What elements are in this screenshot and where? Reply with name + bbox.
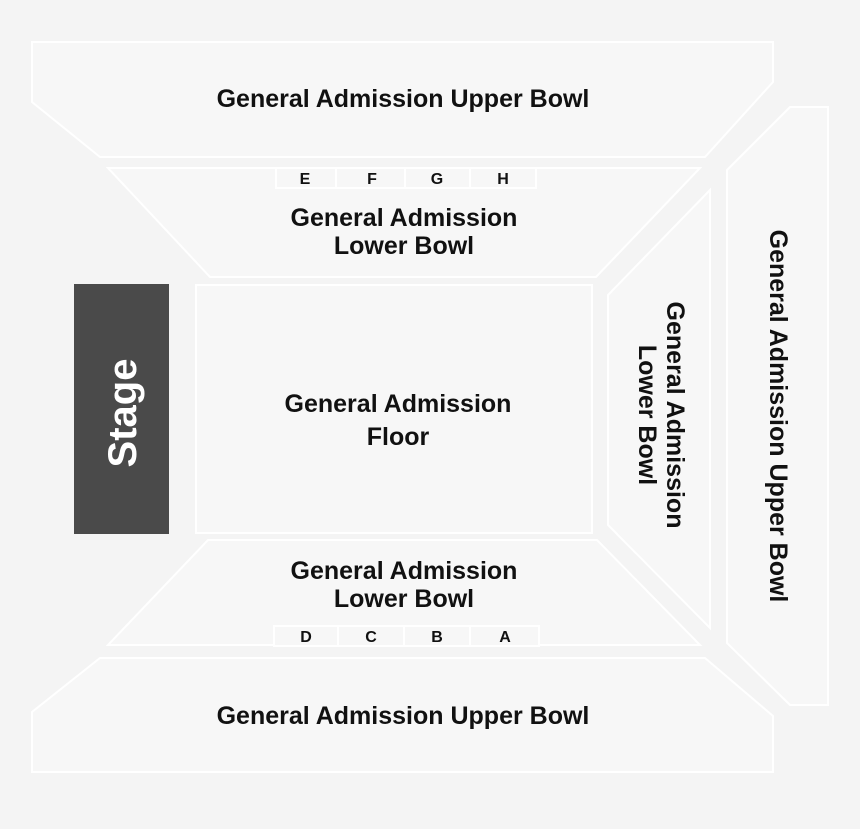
- upper-bowl-top-label: General Admission Upper Bowl: [217, 85, 590, 113]
- upper-bowl-bottom-label: General Admission Upper Bowl: [217, 702, 590, 730]
- upper-bowl-bottom[interactable]: General Admission Upper Bowl: [31, 657, 774, 773]
- section-label-g: G: [431, 171, 443, 188]
- stage: Stage: [74, 284, 169, 534]
- lower-bowl-right[interactable]: General Admission Lower Bowl: [607, 187, 711, 631]
- stage-label: Stage: [101, 359, 145, 468]
- upper-bowl-right-label: General Admission Upper Bowl: [764, 230, 792, 603]
- lower-bowl-bottom[interactable]: General Admission Lower Bowl D C B A: [105, 539, 703, 647]
- upper-bowl-right[interactable]: General Admission Upper Bowl: [726, 106, 829, 706]
- lower-bowl-bottom-label-line1: General Admission: [291, 557, 518, 585]
- lower-bowl-right-label-line2: Lower Bowl: [633, 345, 661, 485]
- floor[interactable]: General Admission Floor: [195, 284, 593, 534]
- lower-bowl-top[interactable]: E F G H General Admission Lower Bowl: [105, 167, 703, 278]
- lower-bowl-top-label-line2: Lower Bowl: [334, 232, 474, 260]
- section-label-f: F: [367, 171, 377, 188]
- section-label-h: H: [497, 171, 509, 188]
- lower-bowl-bottom-label-line2: Lower Bowl: [334, 585, 474, 613]
- floor-label-line2: Floor: [367, 423, 430, 451]
- section-label-d: D: [300, 629, 312, 646]
- floor-label-line1: General Admission: [285, 390, 512, 418]
- section-label-c: C: [365, 629, 377, 646]
- section-label-e: E: [300, 171, 311, 188]
- lower-bowl-top-label-line1: General Admission: [291, 204, 518, 232]
- upper-bowl-top[interactable]: General Admission Upper Bowl: [31, 41, 774, 158]
- lower-bowl-right-label-line1: General Admission: [661, 302, 689, 529]
- section-label-b: B: [431, 629, 443, 646]
- section-label-a: A: [499, 629, 511, 646]
